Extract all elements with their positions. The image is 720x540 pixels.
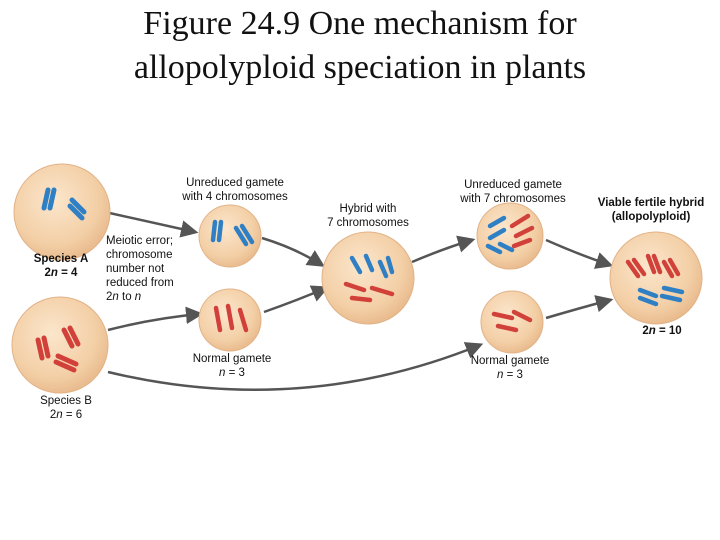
species-b-chromosomes bbox=[35, 325, 81, 373]
unreduced-gamete-4-chromosomes bbox=[210, 219, 255, 247]
meiotic-error-line3: number not bbox=[106, 263, 165, 275]
species-b-count-value: = 6 bbox=[62, 409, 83, 421]
arrow-normal-gamete-to-hybrid bbox=[263, 285, 330, 314]
normal-gamete-1-chromosomes bbox=[213, 303, 249, 333]
viable-fertile-hybrid-label: Viable fertile hybrid (allopolyploid) bbox=[586, 196, 716, 224]
normal-gamete-1-cell bbox=[198, 288, 262, 352]
species-b-name: Species B bbox=[40, 395, 92, 407]
species-a-cell bbox=[13, 163, 111, 261]
species-b-count: 2n = 6 bbox=[28, 408, 104, 422]
normal-gamete-2-label: Normal gamete n = 3 bbox=[462, 354, 558, 382]
meiotic-error-line5: 2n to n bbox=[106, 290, 196, 304]
allopolyploid-red bbox=[625, 253, 681, 279]
normal-gamete-2-count: n = 3 bbox=[462, 368, 558, 382]
allopolyploid-cell bbox=[609, 231, 703, 325]
allo-count-value: = 10 bbox=[655, 325, 682, 337]
meiotic-error-line4: reduced from bbox=[106, 277, 174, 289]
normal-gamete-2-label-line1: Normal gamete bbox=[470, 355, 550, 367]
hybrid-label-line1: Hybrid with bbox=[339, 203, 397, 215]
meiotic-error-2: 2 bbox=[106, 291, 113, 303]
meiotic-error-label: Meiotic error; chromosome number not red… bbox=[106, 234, 196, 304]
hybrid-blue-chromosomes bbox=[349, 253, 395, 279]
hybrid-label-line2: 7 chromosomes bbox=[327, 217, 409, 229]
unreduced-gamete-7-red bbox=[509, 213, 535, 249]
arrow-normal-gamete-2-to-allopolyploid bbox=[545, 295, 614, 320]
unreduced-gamete-4-label: Unreduced gamete with 4 chromosomes bbox=[170, 176, 300, 204]
normal-gamete-1-label-line1: Normal gamete bbox=[192, 353, 272, 365]
species-b-count-2: 2 bbox=[49, 409, 57, 421]
normal-gamete-1-value: = 3 bbox=[225, 367, 245, 379]
normal-gamete-2-cell bbox=[480, 290, 544, 354]
viable-label-line1: Viable fertile hybrid bbox=[597, 197, 705, 209]
hybrid-cell bbox=[321, 231, 415, 325]
normal-gamete-2-chromosomes bbox=[491, 309, 533, 333]
arrow-unreduced-gamete-7-to-allopolyploid bbox=[545, 238, 614, 269]
unreduced-gamete-4-label-line2: with 4 chromosomes bbox=[182, 191, 288, 203]
unreduced-gamete-7-label-line1: Unreduced gamete bbox=[464, 179, 562, 191]
species-a-chromosomes bbox=[41, 187, 87, 221]
species-a-count-value: = 4 bbox=[57, 267, 78, 279]
figure-title-line1: Figure 24.9 One mechanism for bbox=[143, 5, 577, 42]
meiotic-error-to: to bbox=[118, 291, 135, 303]
meiotic-error-line2: chromosome bbox=[106, 249, 173, 261]
species-a-label: Species A 2n = 4 bbox=[28, 252, 94, 280]
arrow-hybrid-to-unreduced-gamete-7 bbox=[411, 235, 476, 264]
normal-gamete-1-n: n bbox=[219, 367, 226, 379]
allopolyploid-blue bbox=[637, 285, 685, 307]
allopolyploid-count-label: 2n = 10 bbox=[624, 324, 700, 338]
figure-title-line2: allopolyploid speciation in plants bbox=[133, 49, 587, 86]
allo-count-2: 2 bbox=[642, 325, 649, 337]
viable-label-line2: (allopolyploid) bbox=[611, 211, 691, 223]
unreduced-gamete-7-label: Unreduced gamete with 7 chromosomes bbox=[448, 178, 578, 206]
meiotic-error-n2: n bbox=[134, 291, 142, 303]
figure-title: Figure 24.9 One mechanism for allopolypl… bbox=[0, 2, 720, 90]
unreduced-gamete-4-cell bbox=[198, 204, 262, 268]
hybrid-red-chromosomes bbox=[343, 281, 395, 303]
hybrid-label: Hybrid with 7 chromosomes bbox=[310, 202, 426, 230]
normal-gamete-1-count: n = 3 bbox=[184, 366, 280, 380]
arrow-species-b-to-normal-gamete-2 bbox=[107, 342, 484, 392]
species-b-label: Species B 2n = 6 bbox=[28, 394, 104, 422]
unreduced-gamete-4-label-line1: Unreduced gamete bbox=[186, 177, 284, 189]
arrow-unreduced-gamete-to-hybrid bbox=[261, 236, 325, 267]
normal-gamete-2-value: = 3 bbox=[503, 369, 523, 381]
species-a-name: Species A bbox=[33, 253, 89, 265]
unreduced-gamete-7-cell bbox=[476, 202, 544, 270]
allo-count-n: n bbox=[648, 325, 656, 337]
species-a-count: 2n = 4 bbox=[28, 266, 94, 280]
arrow-species-b-to-normal-gamete bbox=[107, 306, 204, 332]
unreduced-gamete-7-label-line2: with 7 chromosomes bbox=[460, 193, 566, 205]
species-b-count-n: n bbox=[56, 409, 63, 421]
meiotic-error-line1: Meiotic error; bbox=[106, 235, 174, 247]
normal-gamete-1-label: Normal gamete n = 3 bbox=[184, 352, 280, 380]
process-arrows bbox=[104, 210, 614, 392]
species-a-count-2: 2 bbox=[44, 267, 51, 279]
unreduced-gamete-7-blue bbox=[485, 215, 515, 255]
species-a-count-n: n bbox=[50, 267, 58, 279]
meiotic-error-n1: n bbox=[112, 291, 119, 303]
arrow-species-a-to-unreduced-gamete bbox=[104, 210, 199, 238]
species-b-cell bbox=[11, 296, 109, 394]
normal-gamete-2-n: n bbox=[497, 369, 504, 381]
